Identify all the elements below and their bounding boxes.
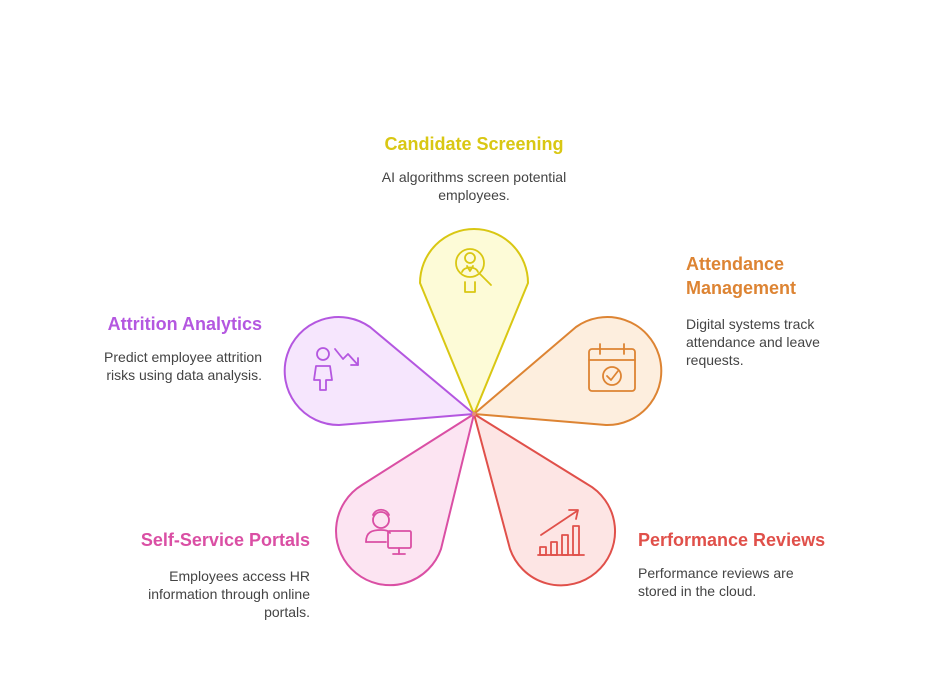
petal-candidate-screening <box>419 228 529 415</box>
candidate-screening-description: AI algorithms screen potential employees… <box>381 169 567 203</box>
user-computer-icon <box>365 508 412 555</box>
calendar-check-icon <box>588 343 636 392</box>
attrition-analytics-description: Predict employee attrition risks using d… <box>104 349 262 383</box>
center-hub <box>472 412 476 416</box>
petal-attrition-analytics <box>283 316 475 427</box>
self-service-portals-title: Self-Service Portals <box>140 530 310 550</box>
attendance-management-description: Digital systems track attendance and lea… <box>686 316 820 368</box>
bar-chart-trend-icon <box>537 509 585 556</box>
performance-reviews-description: Performance reviews are stored in the cl… <box>638 565 794 599</box>
candidate-search-icon <box>455 248 492 293</box>
petal-attendance-management <box>473 316 663 427</box>
attendance-management-title: Attendance Management <box>686 254 797 298</box>
petal-performance-reviews <box>473 413 616 587</box>
petal-self-service-portals <box>335 413 475 587</box>
performance-reviews-title: Performance Reviews <box>638 530 826 550</box>
person-decline-icon <box>313 347 359 391</box>
candidate-screening-title: Candidate Screening <box>384 134 564 154</box>
attrition-analytics-title: Attrition Analytics <box>107 314 262 334</box>
self-service-portals-description: Employees access HR information through … <box>148 568 310 620</box>
